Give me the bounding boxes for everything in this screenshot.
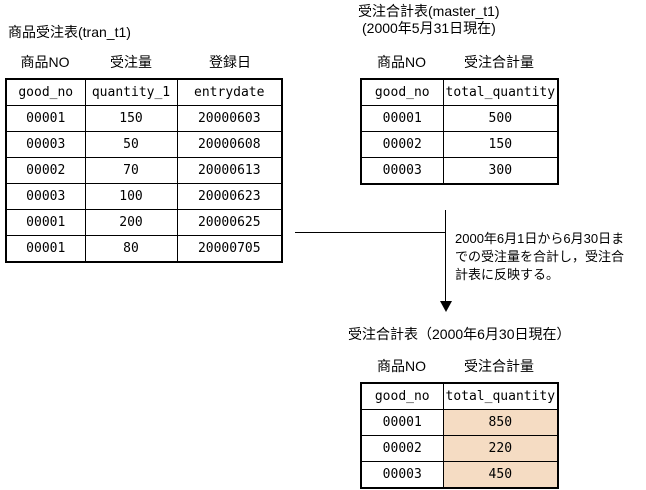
data-cell: 00002 <box>360 435 444 462</box>
master-after-title: 受注合計表（2000年6月30日現在） <box>348 326 571 342</box>
table-row: 00002 70 20000613 <box>5 157 283 184</box>
data-cell: 150 <box>442 131 559 158</box>
data-cell: 00001 <box>5 105 86 132</box>
column-label-good-no: 商品NO <box>377 54 426 70</box>
header-cell: good_no <box>360 382 444 410</box>
connector-horizontal-line <box>295 232 446 233</box>
data-cell: 20000625 <box>176 209 283 236</box>
master-before-subtitle: (2000年5月31日現在) <box>362 20 496 36</box>
table-row: 00002 150 <box>360 131 559 158</box>
tran-header-row: good_no quantity_1 entrydate <box>5 78 283 106</box>
highlighted-data-cell: 220 <box>442 435 559 462</box>
highlighted-data-cell: 850 <box>442 409 559 436</box>
data-cell: 50 <box>84 131 178 158</box>
data-cell: 150 <box>84 105 178 132</box>
header-cell: good_no <box>360 78 444 106</box>
data-cell: 20000613 <box>176 157 283 184</box>
header-cell: total_quantity <box>442 382 559 410</box>
data-cell: 20000623 <box>176 183 283 210</box>
header-cell: entrydate <box>176 78 283 106</box>
table-row: 00003 100 20000623 <box>5 183 283 210</box>
column-label-good-no: 商品NO <box>20 54 70 70</box>
process-annotation: 2000年6月1日から6月30日ま での受注量を合計し，受注合 計表に反映する。 <box>455 231 625 282</box>
master-before-title: 受注合計表(master_t1) <box>358 3 500 19</box>
down-arrow-icon <box>440 301 452 312</box>
data-cell: 300 <box>442 157 559 185</box>
data-cell: 00003 <box>360 461 444 489</box>
header-cell: total_quantity <box>442 78 559 106</box>
data-cell: 00003 <box>360 157 444 185</box>
tran-table-title: 商品受注表(tran_t1) <box>8 24 131 40</box>
table-row: 00003 50 20000608 <box>5 131 283 158</box>
data-cell: 00003 <box>5 183 86 210</box>
table-row: 00003 450 <box>360 461 559 489</box>
data-cell: 00001 <box>360 105 444 132</box>
data-cell: 100 <box>84 183 178 210</box>
column-label-total-quantity: 受注合計量 <box>464 358 534 374</box>
data-cell: 20000608 <box>176 131 283 158</box>
table-row: 00001 500 <box>360 105 559 132</box>
column-label-good-no: 商品NO <box>377 358 426 374</box>
header-cell: quantity_1 <box>84 78 178 106</box>
connector-vertical-line <box>445 210 446 302</box>
table-row: 00003 300 <box>360 157 559 185</box>
data-cell: 80 <box>84 235 178 263</box>
table-row: 00001 850 <box>360 409 559 436</box>
master-after-column-labels: 商品NO 受注合計量 <box>360 356 555 376</box>
column-label-quantity: 受注量 <box>110 54 152 70</box>
data-cell: 20000705 <box>176 235 283 263</box>
column-label-entrydate: 登録日 <box>209 54 251 70</box>
tran-table: good_no quantity_1 entrydate 00001 150 2… <box>5 78 283 263</box>
data-cell: 00001 <box>5 209 86 236</box>
data-cell: 00003 <box>5 131 86 158</box>
header-cell: good_no <box>5 78 86 106</box>
master-after-header-row: good_no total_quantity <box>360 382 559 410</box>
master-after-table: good_no total_quantity 00001 850 00002 2… <box>360 382 560 489</box>
master-before-table: good_no total_quantity 00001 500 00002 1… <box>360 78 560 185</box>
table-row: 00001 200 20000625 <box>5 209 283 236</box>
data-cell: 00002 <box>360 131 444 158</box>
data-cell: 00002 <box>5 157 86 184</box>
tran-column-labels: 商品NO 受注量 登録日 <box>5 52 283 72</box>
data-cell: 500 <box>442 105 559 132</box>
master-before-header-row: good_no total_quantity <box>360 78 559 106</box>
data-cell: 00001 <box>5 235 86 263</box>
highlighted-data-cell: 450 <box>442 461 559 489</box>
data-cell: 00001 <box>360 409 444 436</box>
table-row: 00001 150 20000603 <box>5 105 283 132</box>
table-row: 00002 220 <box>360 435 559 462</box>
data-cell: 200 <box>84 209 178 236</box>
data-cell: 20000603 <box>176 105 283 132</box>
column-label-total-quantity: 受注合計量 <box>464 54 534 70</box>
table-row: 00001 80 20000705 <box>5 235 283 263</box>
master-before-column-labels: 商品NO 受注合計量 <box>360 52 555 72</box>
data-cell: 70 <box>84 157 178 184</box>
